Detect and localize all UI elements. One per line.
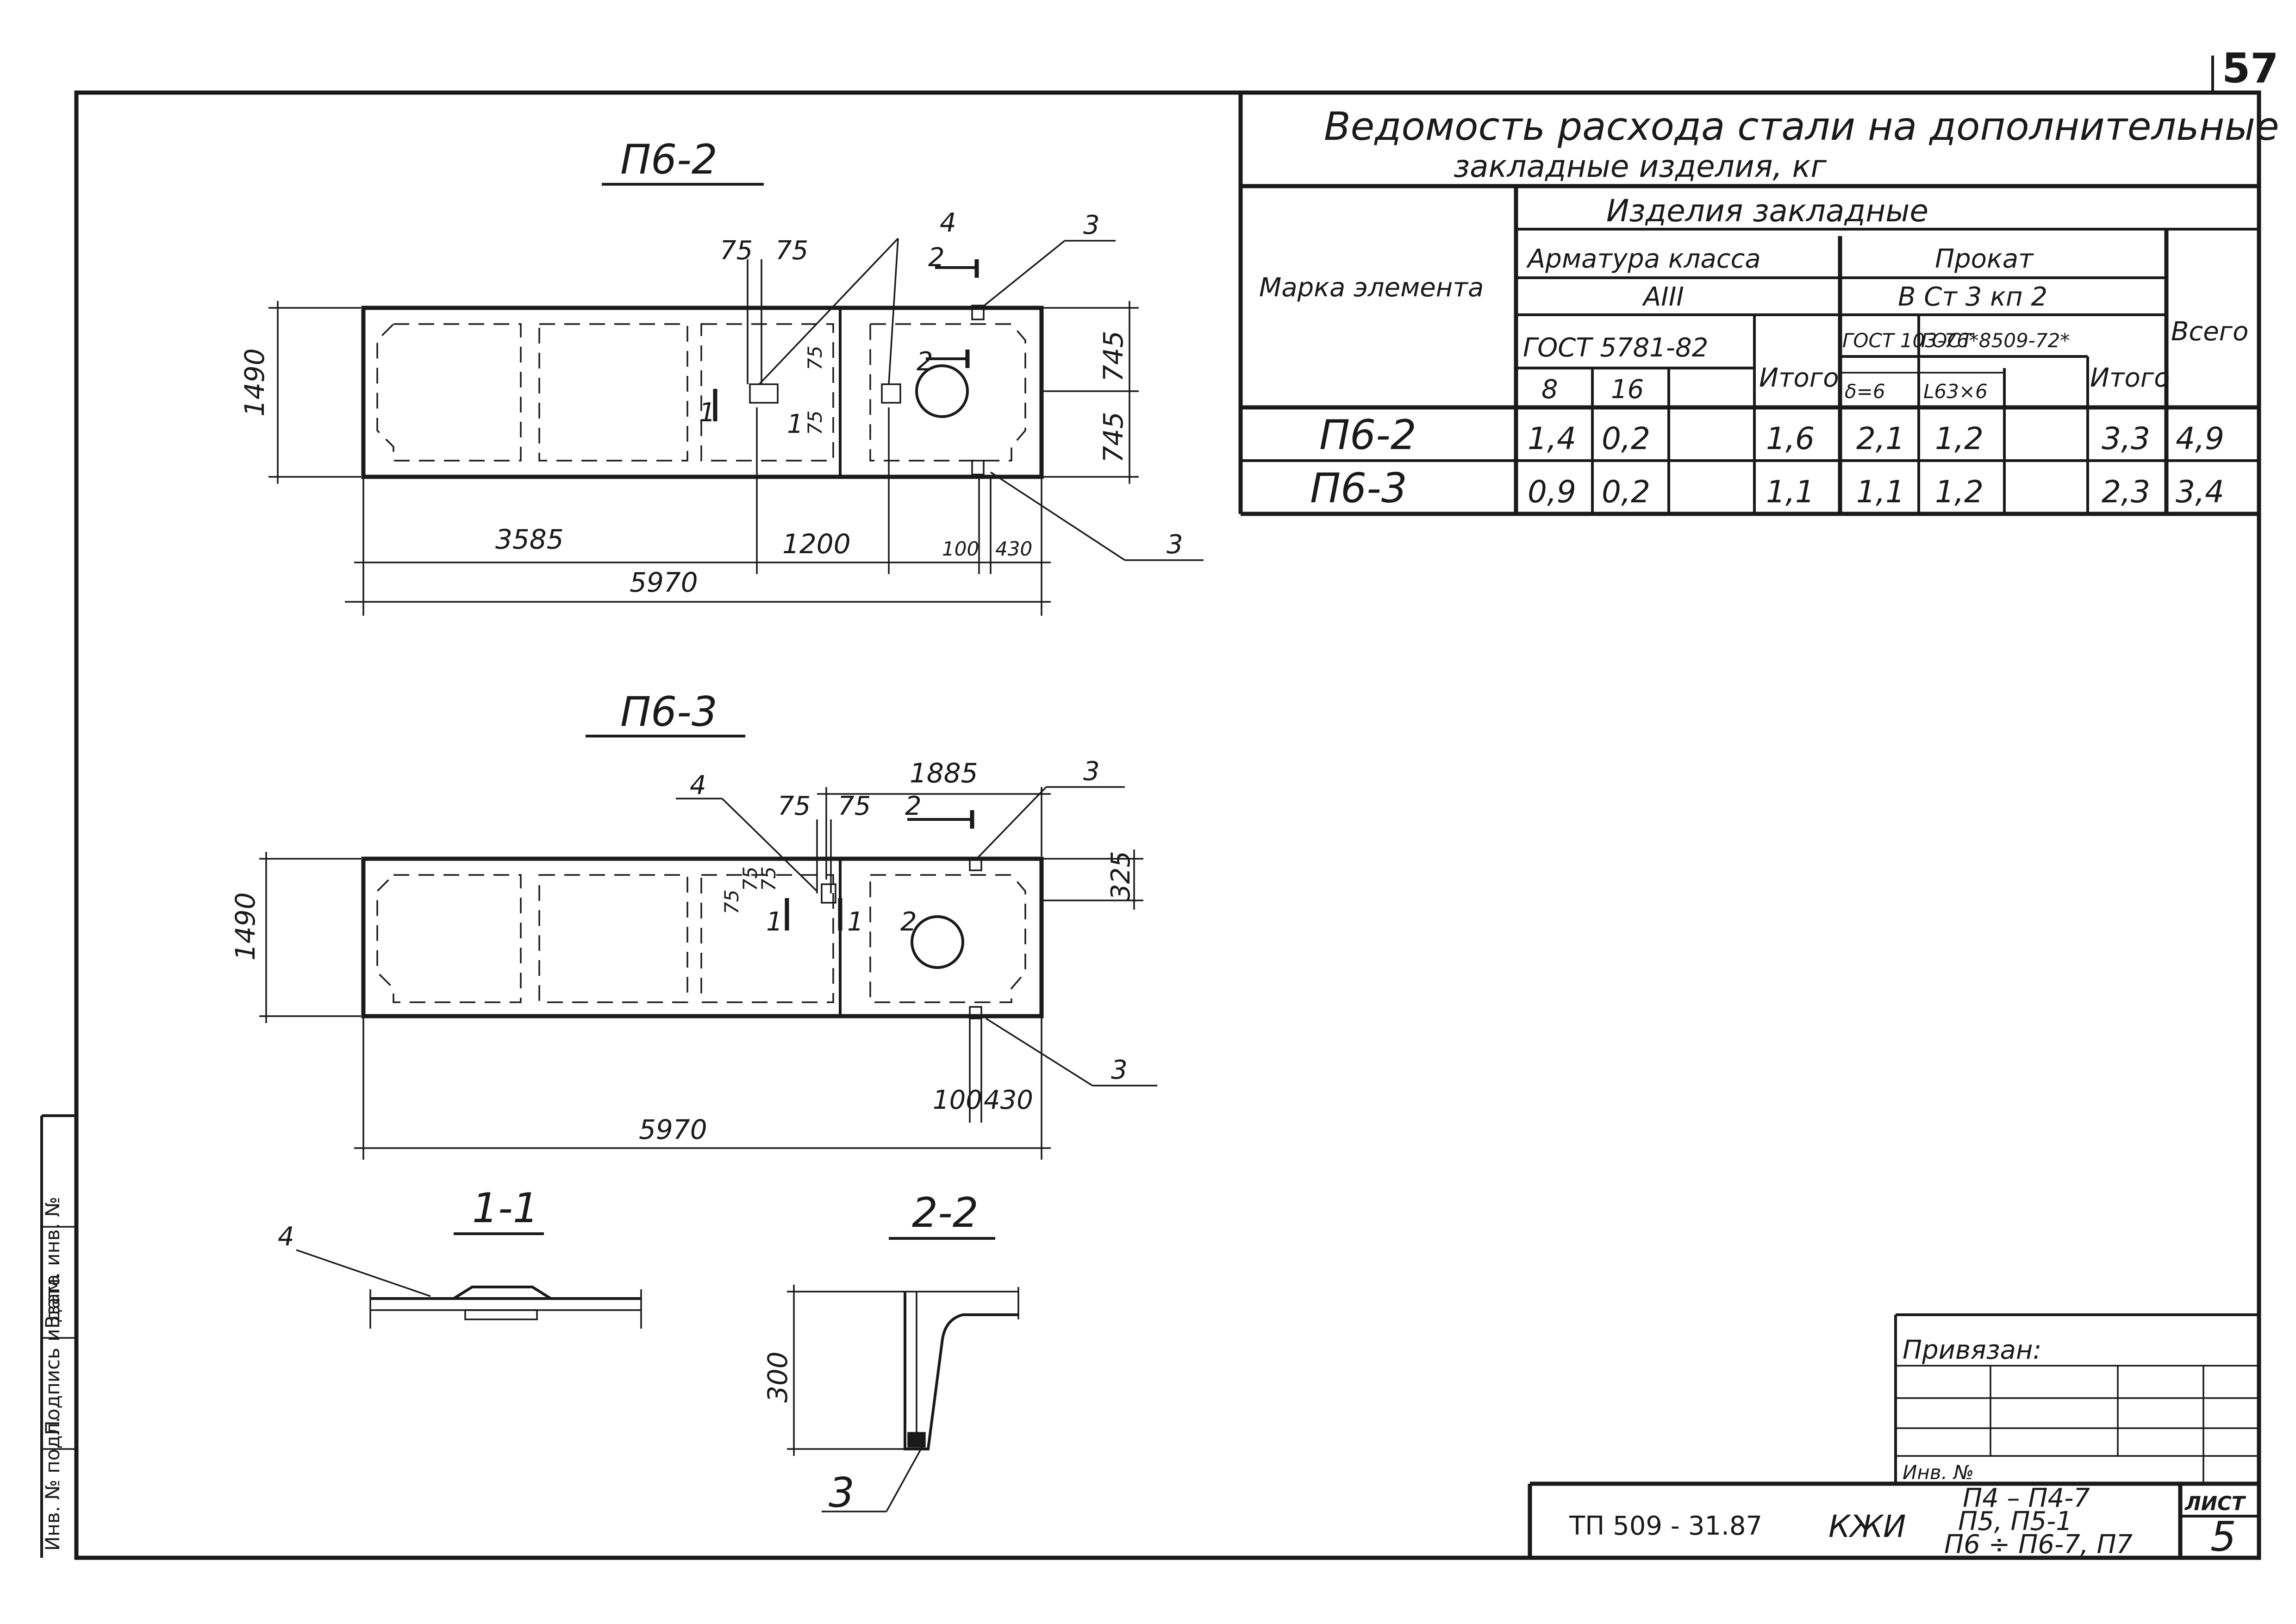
dim-top-half: 745 — [1098, 331, 1129, 382]
inv-label: Инв. № — [1903, 1461, 1974, 1484]
section-2b-mark: 2 — [900, 907, 917, 937]
title-block: Привязан: Инв. № ТП 509 - 31.87 КЖИ П4 –… — [1528, 1313, 2259, 1561]
section-1a-mark: 1 — [699, 398, 716, 428]
cell: 1,2 — [1935, 421, 1984, 456]
section-2-mark: 2 — [905, 791, 922, 821]
drawing-p6-3: П6-3 1490 325 1885 75 75 75 75 75 — [230, 688, 1157, 1160]
dim-75c: 75 — [804, 346, 826, 370]
dim-430: 430 — [984, 1085, 1033, 1115]
section-1b-mark: 1 — [787, 409, 804, 439]
dim-100: 100 — [933, 1085, 982, 1115]
armatura-gost: ГОСТ 5781-82 — [1523, 333, 1708, 363]
vsego-header: Всего — [2171, 317, 2248, 347]
doc-code: ТП 509 - 31.87 — [1569, 1511, 1762, 1541]
side-label-replace: Взам. инв. № — [41, 1197, 64, 1329]
drawing-p6-2: П6-2 1490 745 745 3585 — [239, 136, 1204, 616]
callout-3: 3 — [829, 1469, 855, 1517]
cell: 0,9 — [1528, 474, 1576, 510]
cell: 3,4 — [2176, 474, 2224, 510]
product-line3: П6 ÷ П6-7, П7 — [1944, 1530, 2133, 1560]
itogo-prokat: Итого — [2090, 363, 2170, 393]
group-header: Изделия закладные — [1606, 193, 1928, 229]
dim-overall: 5970 — [630, 567, 698, 598]
table-title-line2: закладные изделия, кг — [1454, 149, 1827, 184]
cell: 2,1 — [1856, 421, 1905, 456]
product-line1: П4 – П4-7 — [1963, 1483, 2090, 1513]
dim-300: 300 — [762, 1351, 793, 1403]
dim-75d: 75 — [804, 411, 826, 435]
steel-table: Ведомость расхода стали на дополнительны… — [1238, 93, 2279, 516]
sub-col-angle: L63×6 — [1923, 380, 1988, 403]
cell: 1,1 — [1766, 474, 1815, 510]
cell: 0,2 — [1602, 474, 1650, 510]
dim-3585: 3585 — [495, 524, 564, 555]
sub-col-8: 8 — [1541, 375, 1558, 405]
section-title: 1-1 — [472, 1184, 539, 1232]
dim-1200: 1200 — [782, 528, 851, 560]
callout-3b: 3 — [1167, 530, 1183, 560]
callout-4: 4 — [940, 208, 956, 238]
armatura-header: Арматура класса — [1526, 244, 1761, 274]
cell: 0,2 — [1602, 421, 1650, 456]
dim-height: 1490 — [239, 348, 270, 417]
cell: 4,9 — [2176, 421, 2224, 456]
dim-100: 100 — [942, 537, 979, 560]
prokat-gost2: ГОСТ 8509-72* — [1921, 329, 2070, 352]
cell: 2,3 — [2102, 474, 2150, 510]
callout-3a: 3 — [1083, 756, 1100, 787]
dim-top-325: 325 — [1106, 851, 1136, 900]
dim-75a: 75 — [778, 791, 811, 821]
doc-type: КЖИ — [1828, 1509, 1906, 1544]
prokat-steel: В Ст 3 кп 2 — [1898, 282, 2047, 312]
cell: 1,6 — [1766, 421, 1815, 456]
product-line2: П5, П5-1 — [1958, 1506, 2072, 1537]
callout-4: 4 — [278, 1222, 294, 1252]
dim-75e: 75 — [757, 867, 780, 891]
section-title: 2-2 — [912, 1189, 979, 1237]
callout-4: 4 — [690, 770, 706, 800]
drawing-title: П6-3 — [620, 688, 718, 736]
prokat-header: Прокат — [1935, 244, 2034, 274]
prokat-gost1: ГОСТ 103-76* — [1842, 329, 1979, 352]
page-number: 57 — [2222, 44, 2278, 92]
sub-col-delta: δ=6 — [1845, 380, 1885, 403]
callout-3a: 3 — [1083, 210, 1100, 240]
dim-75d: 75 — [739, 867, 761, 891]
dim-75a: 75 — [720, 236, 753, 266]
section-2b-mark: 2 — [917, 347, 933, 377]
sheet-number: 5 — [2210, 1513, 2236, 1561]
table-title-line1: Ведомость расхода стали на дополнительны… — [1324, 104, 2279, 149]
dim-height: 1490 — [230, 892, 261, 961]
callout-3b: 3 — [1111, 1055, 1128, 1085]
col-mark-header: Марка элемента — [1259, 273, 1484, 303]
cell: 1,2 — [1935, 474, 1984, 510]
outer-frame — [74, 90, 2261, 1560]
dim-1885: 1885 — [910, 757, 978, 789]
dim-75c: 75 — [720, 890, 743, 914]
armatura-class: AIII — [1642, 282, 1684, 312]
section-2-2: 2-2 300 3 — [762, 1189, 1019, 1517]
cell: 1,4 — [1528, 421, 1576, 456]
side-label-sign: Подпись и дата — [41, 1274, 64, 1435]
dim-430: 430 — [995, 537, 1032, 560]
dim-overall: 5970 — [639, 1114, 707, 1145]
side-label-inv: Инв. № подл. — [41, 1417, 64, 1551]
drawing-title: П6-2 — [620, 136, 718, 183]
cell: 3,3 — [2102, 421, 2150, 456]
dim-bottom-half: 745 — [1098, 412, 1129, 463]
section-1-1: 1-1 4 — [278, 1184, 642, 1329]
row-mark: П6-3 — [1310, 464, 1407, 512]
side-binding-block: Инв. № подл. Подпись и дата Взам. инв. № — [40, 1114, 78, 1558]
privyazan-label: Привязан: — [1903, 1335, 2041, 1365]
cell: 1,1 — [1856, 474, 1905, 510]
row-mark: П6-2 — [1319, 411, 1416, 459]
section-1b-mark: 1 — [847, 907, 864, 937]
dim-75b: 75 — [838, 791, 871, 821]
dim-75b: 75 — [775, 236, 808, 266]
itogo-armatura: Итого — [1759, 363, 1839, 393]
section-1a-mark: 1 — [766, 907, 783, 937]
sub-col-16: 16 — [1611, 375, 1644, 405]
sheet-label: ЛИСТ — [2184, 1492, 2246, 1515]
